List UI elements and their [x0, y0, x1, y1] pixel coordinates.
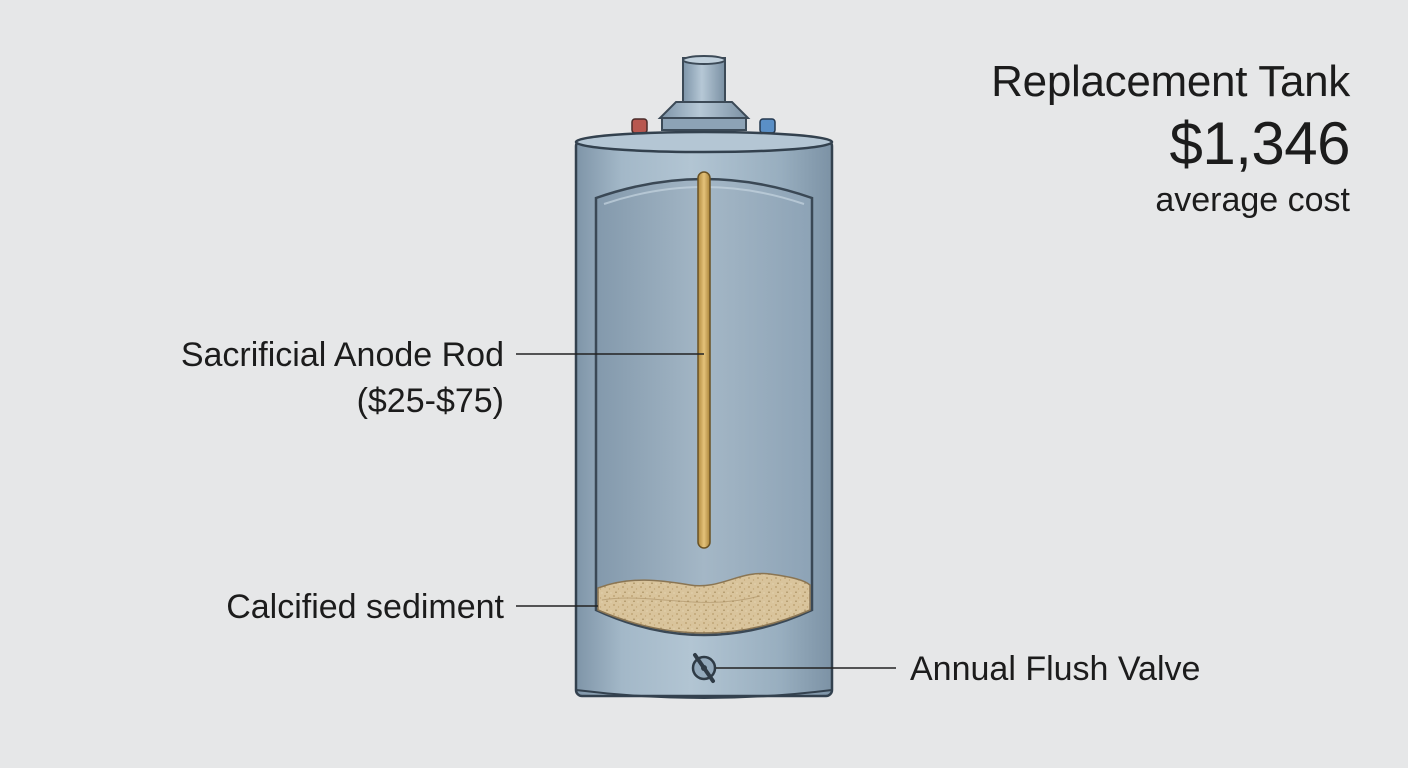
valve-label: Annual Flush Valve [910, 650, 1201, 688]
anode-callout: Sacrificial Anode Rod ($25-$75) [181, 332, 504, 424]
replacement-subtitle: average cost [1155, 181, 1350, 219]
sediment-label: Calcified sediment [226, 588, 504, 626]
replacement-title: Replacement Tank [991, 57, 1350, 106]
sediment-layer [597, 572, 811, 634]
anode-label: Sacrificial Anode Rod [180, 336, 504, 374]
replacement-cost-block: Replacement Tank $1,346 average cost [991, 54, 1350, 222]
replacement-amount: $1,346 [1169, 110, 1350, 177]
anode-price: ($25-$75) [356, 382, 504, 420]
hot-inlet [631, 118, 648, 134]
flue-pipe [657, 55, 751, 131]
flush-valve-icon [691, 653, 717, 683]
anode-rod [697, 171, 711, 549]
cold-inlet [759, 118, 776, 134]
